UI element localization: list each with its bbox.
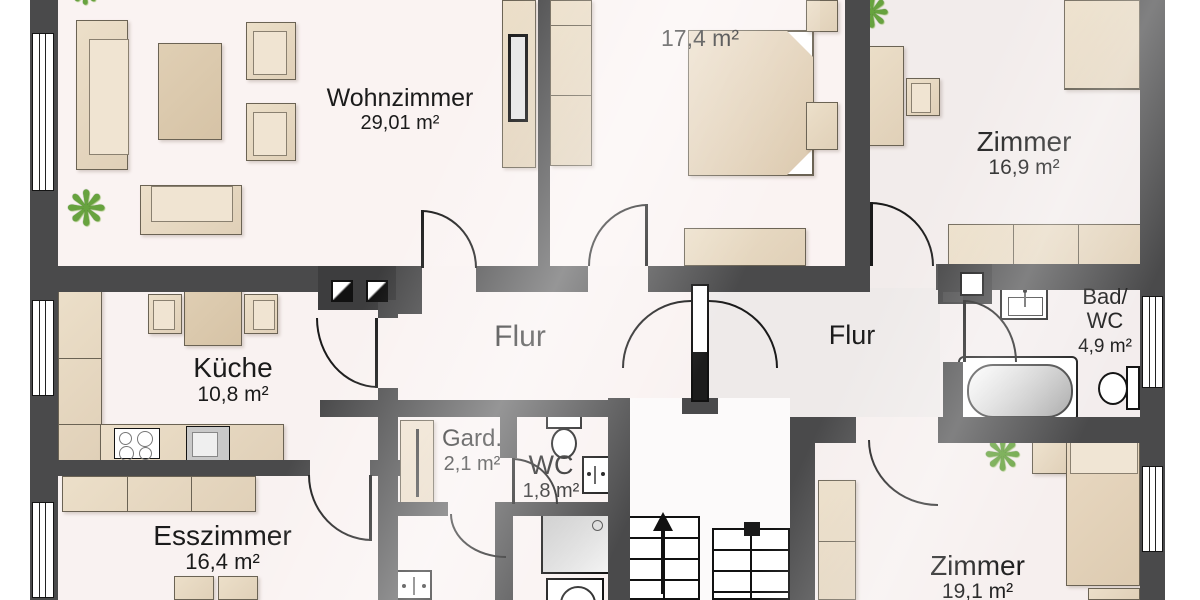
room-area-esszimmer: 16,4 m² xyxy=(185,549,260,574)
coffee-table xyxy=(158,43,222,140)
room-area-kueche: 10,8 m² xyxy=(197,383,269,406)
wardrobe xyxy=(818,480,856,600)
toilet-icon xyxy=(1126,366,1140,410)
armchair xyxy=(246,103,296,161)
shaft-icon xyxy=(366,280,388,302)
wall xyxy=(396,502,448,516)
wall xyxy=(815,417,856,443)
plant-icon: ❋ xyxy=(70,0,100,10)
toilet-icon xyxy=(551,428,577,459)
room-label-garderobe: Gard. xyxy=(441,425,503,452)
washbasin-icon xyxy=(396,570,432,600)
room-label-bad-wc: WC xyxy=(1086,308,1124,333)
room-label-bad-wc: Bad/ xyxy=(1082,284,1128,309)
sideboard xyxy=(62,476,256,512)
room-area-wohnzimmer: 29,01 m² xyxy=(360,112,440,134)
wall xyxy=(370,460,400,476)
window xyxy=(32,502,54,598)
wall xyxy=(500,400,517,458)
tv-icon xyxy=(508,34,528,122)
room-label-flur-links: Flur xyxy=(494,320,546,353)
wall xyxy=(378,388,398,600)
chair xyxy=(148,294,182,334)
armchair xyxy=(246,22,296,80)
room-area-zimmer-unten: 19,1 m² xyxy=(941,580,1014,600)
up-arrow-icon xyxy=(661,528,664,594)
wardrobe xyxy=(400,420,434,505)
nightstand xyxy=(1032,438,1068,474)
wall xyxy=(845,0,870,292)
room-label-flur-rechts: Flur xyxy=(828,320,876,350)
shower-icon xyxy=(541,512,611,574)
wall xyxy=(538,0,550,266)
wall xyxy=(938,417,1165,443)
washing-machine-icon xyxy=(546,578,604,600)
room-label-wc: WC xyxy=(528,450,574,480)
stair-post xyxy=(744,522,760,536)
room-area-wc: 1,8 m² xyxy=(522,480,580,502)
sofa xyxy=(76,20,129,170)
kitchen-counter xyxy=(58,287,102,462)
window xyxy=(32,33,54,191)
wall xyxy=(648,266,868,292)
shaft-icon xyxy=(960,272,984,296)
wall xyxy=(943,362,963,423)
double-bed xyxy=(688,30,814,176)
window xyxy=(1142,296,1163,388)
bench xyxy=(140,185,242,235)
room-area-bad-wc: 4,9 m² xyxy=(1078,336,1132,357)
entry-door xyxy=(691,284,709,402)
toilet-icon xyxy=(1098,372,1128,405)
wall xyxy=(476,266,588,292)
plant-icon: ❋ xyxy=(66,183,107,236)
bed xyxy=(1064,0,1140,90)
room-label-zimmer-oben: Zimmer xyxy=(976,126,1072,157)
room-label-zimmer-unten: Zimmer xyxy=(930,550,1025,581)
washbasin-icon xyxy=(582,456,610,494)
cabinet-row xyxy=(948,224,1143,266)
stove-icon xyxy=(114,428,160,461)
shaft-icon xyxy=(331,280,353,302)
wall xyxy=(378,300,398,318)
wall xyxy=(682,398,718,414)
wall xyxy=(495,502,610,516)
room-label-wohnzimmer: Wohnzimmer xyxy=(326,84,474,112)
wall xyxy=(608,398,630,600)
chair xyxy=(906,78,940,116)
wall xyxy=(790,417,815,600)
room-area-zimmer-oben: 16,9 m² xyxy=(988,156,1060,179)
bench xyxy=(684,228,806,266)
stool xyxy=(1088,588,1140,600)
dresser xyxy=(806,102,838,150)
window xyxy=(32,300,54,396)
bed xyxy=(1066,436,1140,586)
bathtub-icon xyxy=(958,356,1078,422)
sink-icon xyxy=(186,426,230,461)
chair xyxy=(174,576,214,600)
room-area-garderobe: 2,1 m² xyxy=(443,453,501,475)
wall xyxy=(943,292,963,302)
wall xyxy=(396,266,422,314)
room-label-kueche: Küche xyxy=(193,352,273,383)
nightstand xyxy=(806,0,838,32)
chair xyxy=(218,576,258,600)
wardrobe xyxy=(550,0,592,166)
up-arrow-icon xyxy=(653,512,673,531)
room-label-esszimmer: Esszimmer xyxy=(153,520,292,551)
wall xyxy=(320,400,610,417)
room-area-schlafzimmer: 17,4 m² xyxy=(661,25,739,51)
wall xyxy=(30,460,310,476)
stairs xyxy=(712,528,790,600)
chair xyxy=(244,294,278,334)
window xyxy=(1142,466,1163,552)
